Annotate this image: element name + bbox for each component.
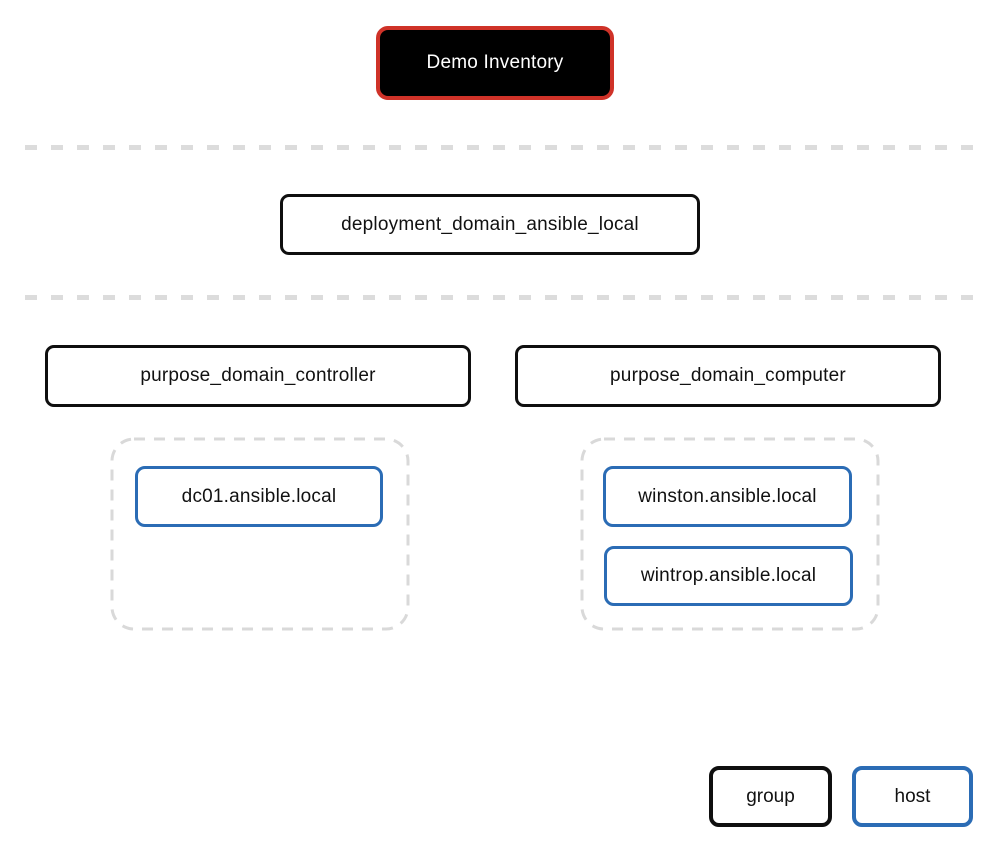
dashed-container-border [110,437,410,631]
level-separator-2 [25,295,975,300]
legend-group-swatch: group [709,766,832,827]
dashed-container-border [580,437,880,631]
legend-host-swatch: host [852,766,973,827]
group-node-label: purpose_domain_controller [140,365,376,386]
group-node-purpose-domain-controller[interactable]: purpose_domain_controller [45,345,471,407]
host-node-label: dc01.ansible.local [181,485,337,507]
host-container-computer: winston.ansible.local wintrop.ansible.lo… [580,437,880,631]
host-node-winston[interactable]: winston.ansible.local [603,466,852,527]
group-node-deployment-domain-ansible-local[interactable]: deployment_domain_ansible_local [280,194,700,255]
host-node-dc01[interactable]: dc01.ansible.local [135,466,383,527]
host-node-label: wintrop.ansible.local [640,565,817,586]
group-node-purpose-domain-computer[interactable]: purpose_domain_computer [515,345,941,407]
host-node-wintrop[interactable]: wintrop.ansible.local [604,546,853,606]
legend-group-label: group [746,785,795,807]
group-node-label: purpose_domain_computer [610,365,846,386]
host-node-label: winston.ansible.local [638,485,817,507]
inventory-node-demo-inventory[interactable]: Demo Inventory [376,26,614,100]
host-container-controller: dc01.ansible.local [110,437,410,631]
inventory-node-label: Demo Inventory [426,52,564,73]
level-separator-1 [25,145,975,150]
group-node-label: deployment_domain_ansible_local [341,213,639,235]
legend-host-label: host [894,785,931,807]
